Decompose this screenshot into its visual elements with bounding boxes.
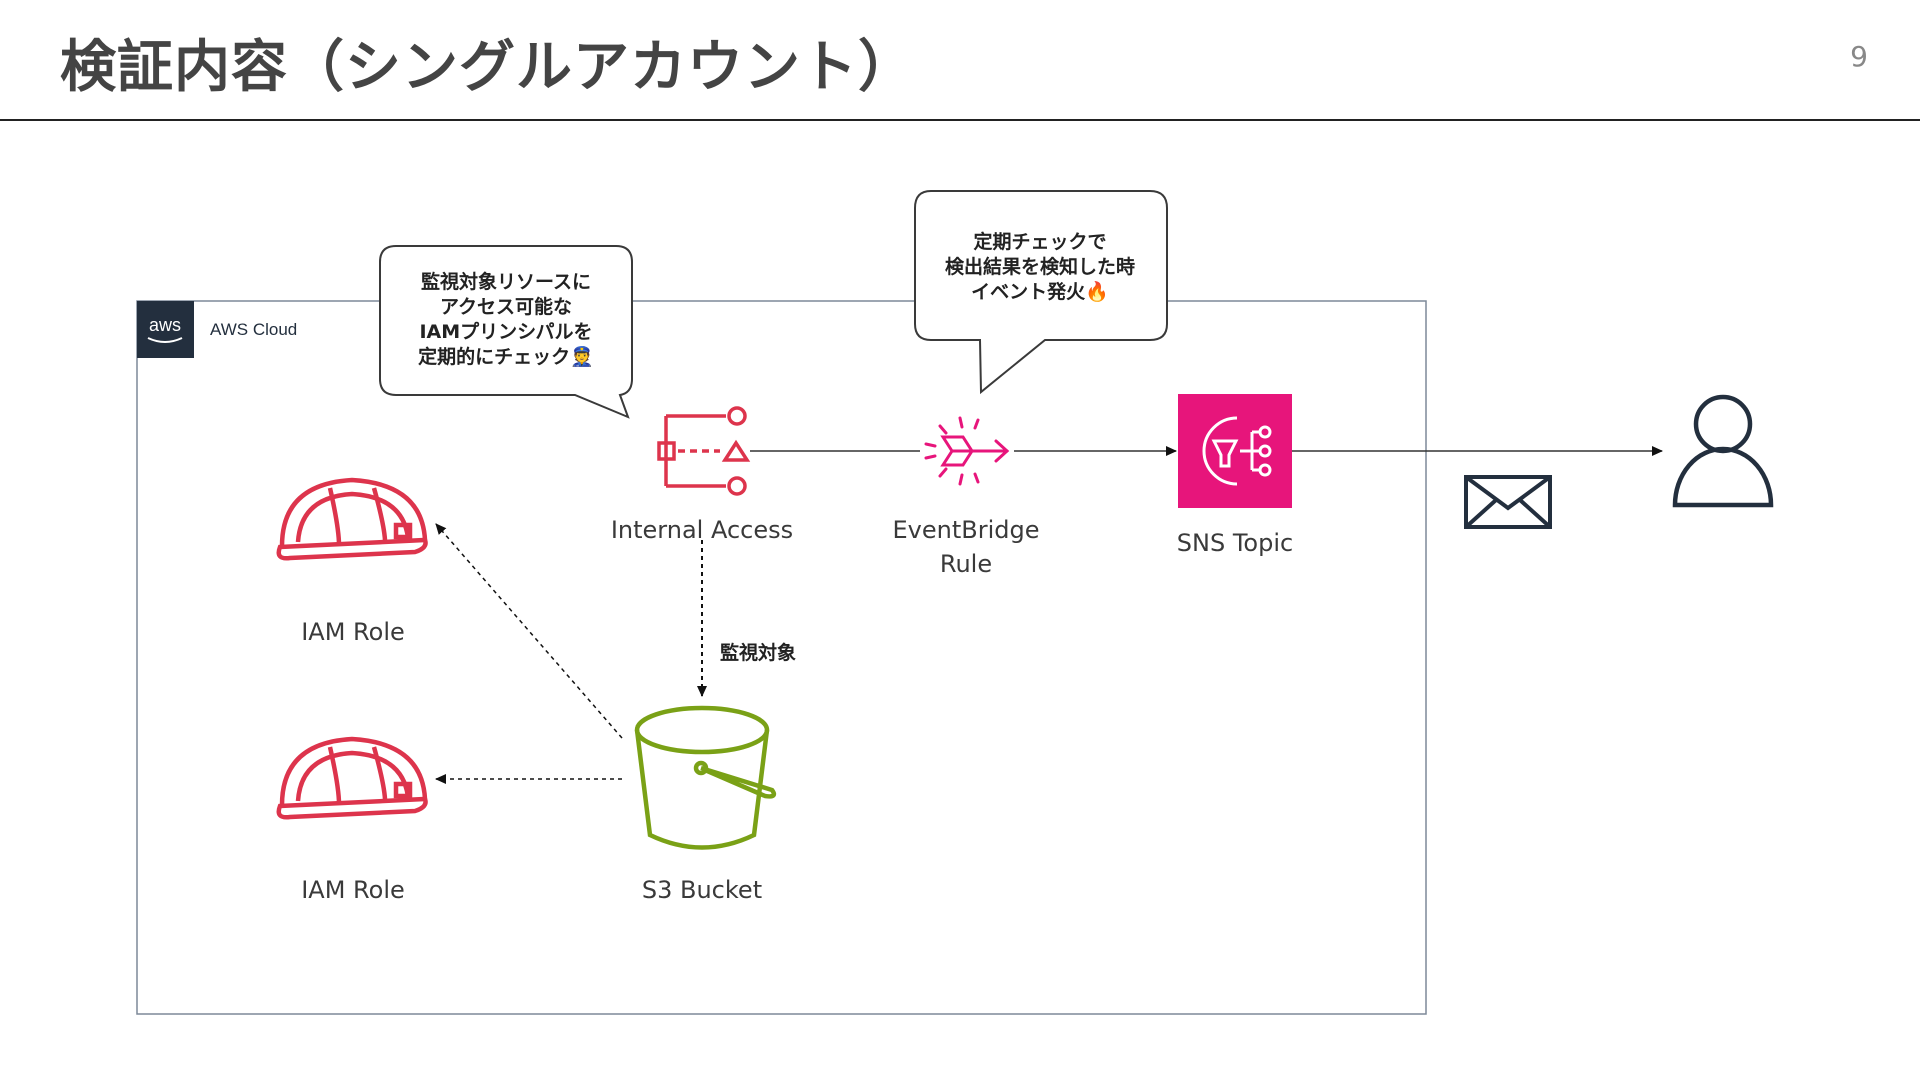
- callout-left: 監視対象リソースに アクセス可能な IAMプリンシパルを 定期的にチェック👮: [379, 245, 633, 419]
- edges: 監視対象: [435, 446, 1663, 784]
- callout-right-line-3: イベント発火🔥: [971, 280, 1109, 303]
- eventbridge-rule-label-line2: Rule: [940, 550, 992, 578]
- aws-cloud-border: [136, 300, 1427, 1015]
- callout-right-line-1: 定期チェックで: [973, 230, 1106, 253]
- sns-topic-node[interactable]: SNS Topic: [1177, 394, 1293, 557]
- internal-access-label: Internal Access: [611, 516, 793, 544]
- iam-role-node-2[interactable]: IAM Role: [276, 736, 428, 904]
- iam-role-helmet-icon: [276, 477, 428, 561]
- iam-role-node-1[interactable]: IAM Role: [276, 477, 428, 646]
- iam-role-helmet-icon: [276, 736, 428, 820]
- internal-access-analyzer-icon: [657, 406, 751, 496]
- aws-cloud-label: AWS Cloud: [210, 320, 297, 339]
- iam-role-label-1: IAM Role: [301, 618, 405, 646]
- aws-cloud-group: aws AWS Cloud: [136, 300, 1427, 1015]
- callout-left-line-2: アクセス可能な: [440, 295, 572, 318]
- s3-bucket-icon: [634, 705, 777, 850]
- callout-left-line-1: 監視対象リソースに: [421, 270, 591, 293]
- eventbridge-rule-icon: [924, 416, 1010, 486]
- callout-left-line-3: IAMプリンシパルを: [419, 320, 592, 343]
- sns-topic-icon: [1178, 394, 1292, 508]
- callout-right-bubble: [914, 190, 1168, 395]
- callout-left-line-4: 定期的にチェック👮: [418, 345, 594, 368]
- sns-topic-label: SNS Topic: [1177, 529, 1293, 557]
- edge-label-monitor-target: 監視対象: [720, 641, 796, 664]
- iam-role-label-2: IAM Role: [301, 876, 405, 904]
- eventbridge-rule-node[interactable]: EventBridge Rule: [893, 416, 1040, 578]
- sns-topic-glyph: [1202, 416, 1272, 486]
- user-icon[interactable]: [1672, 394, 1774, 508]
- callout-left-bubble: [379, 245, 633, 419]
- aws-logo-smile: [147, 337, 183, 343]
- callout-right-line-2: 検出結果を検知した時: [945, 255, 1135, 278]
- title-divider: [0, 119, 1920, 121]
- s3-bucket-node[interactable]: S3 Bucket: [634, 705, 777, 904]
- page-title: 検証内容（シングルアカウント）: [60, 35, 915, 100]
- eventbridge-rule-label-line1: EventBridge: [893, 516, 1040, 544]
- internal-access-node[interactable]: Internal Access: [611, 406, 793, 544]
- s3-bucket-label: S3 Bucket: [642, 876, 762, 904]
- aws-logo-icon: [137, 301, 194, 358]
- callout-right: 定期チェックで 検出結果を検知した時 イベント発火🔥: [914, 190, 1168, 395]
- envelope-icon: [1464, 475, 1552, 529]
- page-number: 9: [1850, 40, 1868, 73]
- aws-logo-text: aws: [149, 315, 181, 335]
- edge-s3-to-iam-role-1: [435, 523, 623, 739]
